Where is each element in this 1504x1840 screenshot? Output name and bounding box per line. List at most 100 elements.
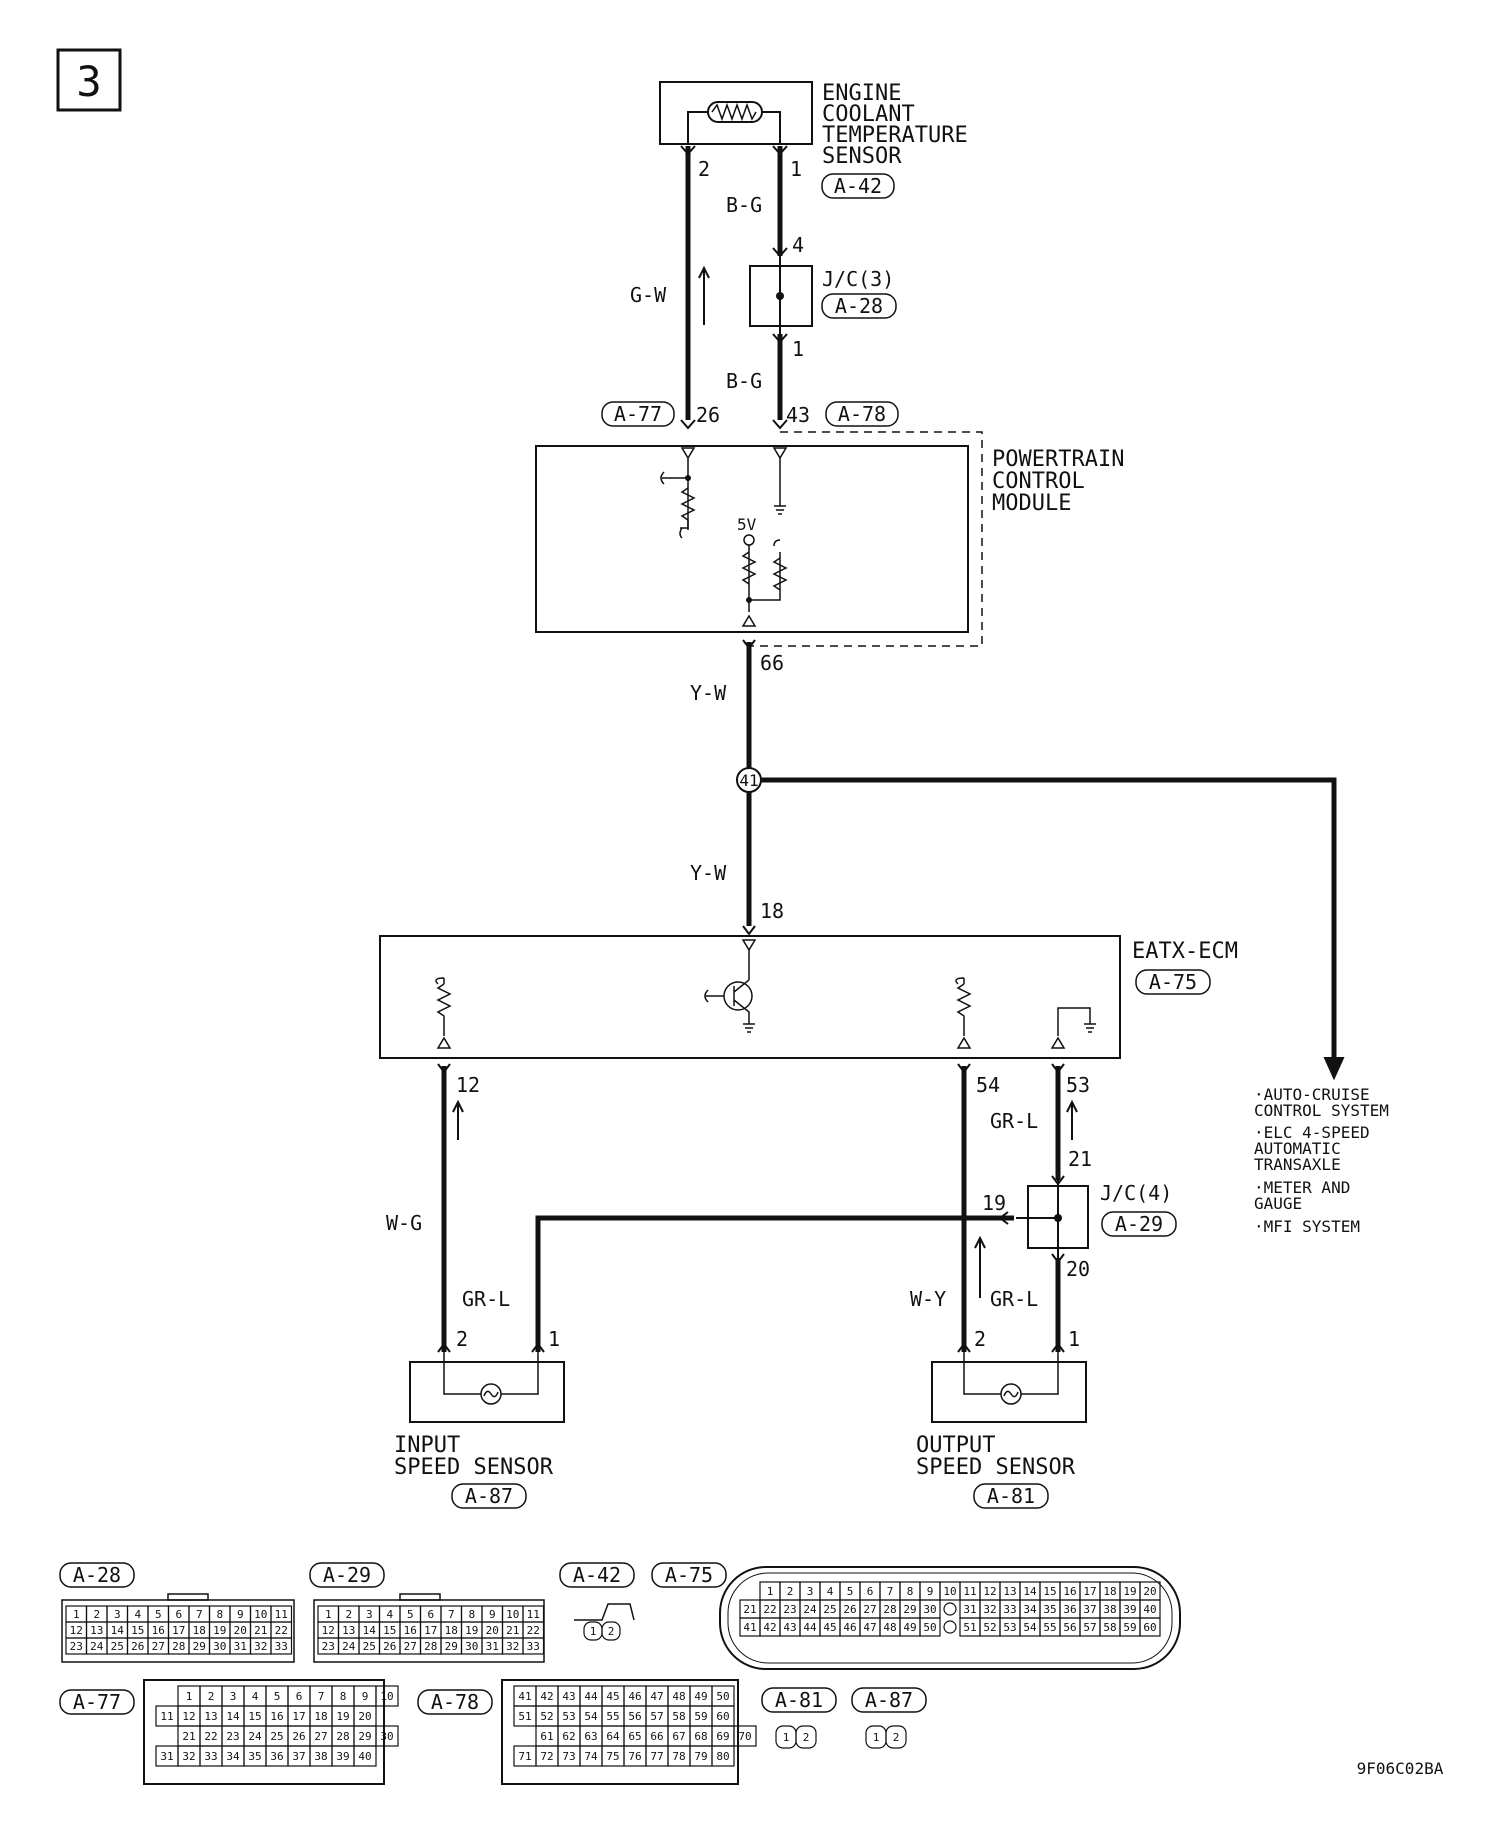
dest-4-line-1: ·MFI SYSTEM	[1254, 1217, 1360, 1236]
dest-2-line-1: ·ELC 4-SPEED	[1254, 1123, 1370, 1142]
connector-pin-number: 26	[131, 1640, 144, 1653]
ect-name-line-4: SENSOR	[822, 144, 902, 169]
connector-pin-number: 66	[650, 1730, 663, 1743]
connector-pin-number: 46	[843, 1621, 856, 1634]
connector-pin-number: 5	[274, 1690, 281, 1703]
cv-a42-label: A-42	[573, 1563, 621, 1587]
connector-pin-number: 5	[407, 1608, 414, 1621]
connector-pin-number: 35	[1043, 1603, 1056, 1616]
connector-pin-number: 46	[628, 1690, 641, 1703]
connector-pin-number: 6	[175, 1608, 182, 1621]
ecm-pin-12: 12	[456, 1073, 480, 1097]
connector-pin-number: 10	[943, 1585, 956, 1598]
connector-pin-number: 6	[427, 1608, 434, 1621]
connector-pin-number: 4	[386, 1608, 393, 1621]
connector-pin-number: 34	[1023, 1603, 1037, 1616]
connector-pin-number: 56	[628, 1710, 641, 1723]
connector-pin-number: 57	[650, 1710, 663, 1723]
connector-pin-number: 47	[863, 1621, 876, 1634]
connector-pin-number: 22	[527, 1624, 540, 1637]
connector-pin-number: 34	[226, 1750, 240, 1763]
jc4-connector-label: A-29	[1115, 1212, 1163, 1236]
connector-pin-number: 52	[540, 1710, 553, 1723]
page-number-box: 3	[56, 48, 122, 112]
connector-pin-number: 1	[186, 1690, 193, 1703]
dest-2-line-3: TRANSAXLE	[1254, 1155, 1341, 1174]
pcm-pin-26: 26	[696, 403, 720, 427]
connector-pin-number: 70	[738, 1730, 751, 1743]
jc4-pin-top: 21	[1068, 1147, 1092, 1171]
connector-pin-number: 7	[196, 1608, 203, 1621]
connector-pin-number: 7	[318, 1690, 325, 1703]
connector-pin-number: 19	[213, 1624, 226, 1637]
connector-pin-number: 18	[193, 1624, 206, 1637]
connector-pin-number: 11	[275, 1608, 288, 1621]
connector-pin-number: 37	[292, 1750, 305, 1763]
connector-pin-number: 4	[252, 1690, 259, 1703]
connector-pin-number: 74	[584, 1750, 598, 1763]
connector-pin-number: 31	[963, 1603, 976, 1616]
dest-3-line-2: GAUGE	[1254, 1194, 1302, 1213]
connector-pin-number: 68	[694, 1730, 707, 1743]
connector-pin-number: 17	[172, 1624, 185, 1637]
connector-pin-number: 56	[1063, 1621, 1076, 1634]
iss-pin-2: 2	[456, 1327, 468, 1351]
connector-pin-number: 17	[292, 1710, 305, 1723]
connector-pin-number: 29	[903, 1603, 916, 1616]
connector-pin-number: 48	[672, 1690, 685, 1703]
connector-pin-number: 3	[366, 1608, 373, 1621]
connector-pin-number: 63	[584, 1730, 597, 1743]
connector-pin-number: 23	[70, 1640, 83, 1653]
connector-pin-number: 45	[606, 1690, 619, 1703]
cv-a28-label: A-28	[73, 1563, 121, 1587]
connector-pin-number: 60	[716, 1710, 729, 1723]
connector-pin-number: 2	[787, 1585, 794, 1598]
connector-pin-number: 62	[562, 1730, 575, 1743]
jc4-pin-left: 19	[982, 1191, 1006, 1215]
ecm-pin-18: 18	[760, 899, 784, 923]
input-speed-sensor: 2 1 INPUT SPEED SENSOR A-87	[394, 1327, 565, 1509]
connector-pin-number: 52	[983, 1621, 996, 1634]
connector-pin-number: 30	[380, 1730, 393, 1743]
connector-pin-number: 27	[404, 1640, 417, 1653]
ecm-pin-53: 53	[1066, 1073, 1090, 1097]
destination-list: ·AUTO-CRUISE CONTROL SYSTEM ·ELC 4-SPEED…	[1254, 1085, 1389, 1236]
wire-color-bg-lower: B-G	[726, 369, 762, 393]
connector-key-mark	[943, 1602, 957, 1616]
connector-pin-number: 73	[562, 1750, 575, 1763]
connector-pin-number: 22	[204, 1730, 217, 1743]
jc3-connector-label: A-28	[835, 294, 883, 318]
oss-pin-1: 1	[1068, 1327, 1080, 1351]
connector-pin-number: 14	[111, 1624, 125, 1637]
destination-arrow	[1323, 1057, 1345, 1081]
connector-pin-number: 37	[1083, 1603, 1096, 1616]
pcm-pin-43: 43	[786, 403, 810, 427]
connector-pin-number: 35	[248, 1750, 261, 1763]
connector-pin-cell	[522, 1637, 545, 1655]
connector-pin-number: 12	[182, 1710, 195, 1723]
connector-pin-number: 20	[486, 1624, 499, 1637]
connector-key-mark	[943, 1620, 957, 1634]
connector-pin-number: 30	[923, 1603, 936, 1616]
connector-pin-number: 21	[506, 1624, 519, 1637]
connector-pin-number: 57	[1083, 1621, 1096, 1634]
dest-1-line-2: CONTROL SYSTEM	[1254, 1101, 1389, 1120]
ect-pin-2: 2	[698, 157, 710, 181]
connector-pin-number: 26	[383, 1640, 396, 1653]
connector-pin-number: 31	[486, 1640, 499, 1653]
connector-pin-number: 3	[114, 1608, 121, 1621]
connector-pin-number: 25	[363, 1640, 376, 1653]
connector-pin-number: 32	[506, 1640, 519, 1653]
connector-pin-number: 9	[362, 1690, 369, 1703]
connector-pin-number: 39	[1123, 1603, 1136, 1616]
connector-pin-cell	[270, 1637, 293, 1655]
connector-pin-number: 6	[296, 1690, 303, 1703]
connector-pin-cell	[919, 1617, 941, 1637]
connector-pin-number: 41	[518, 1690, 531, 1703]
connector-pin-number: 65	[628, 1730, 641, 1743]
ecm-name: EATX-ECM	[1132, 939, 1238, 964]
